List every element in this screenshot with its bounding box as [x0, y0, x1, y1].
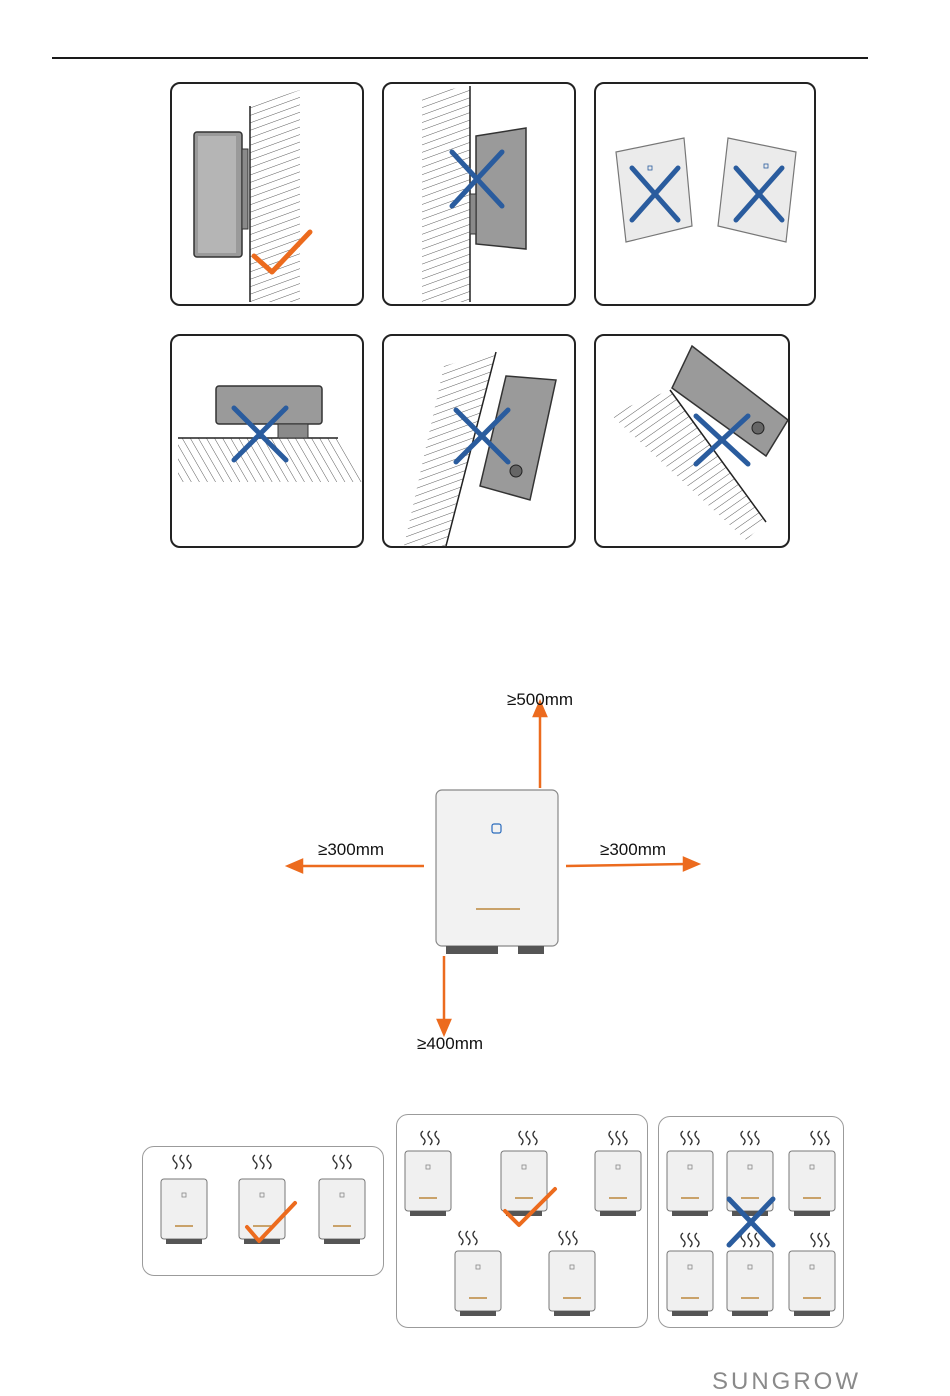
- heat-waves-icon: [559, 1231, 577, 1245]
- heat-waves-icon: [173, 1155, 191, 1169]
- footer-logo: SUNGROW: [712, 1368, 861, 1396]
- top-rule: [52, 57, 868, 59]
- group-stacked-wrong: [658, 1116, 844, 1328]
- heat-waves-icon: [681, 1233, 699, 1247]
- clearance-right-label: ≥300mm: [600, 840, 666, 860]
- panel-vertical-mount-correct: [170, 82, 364, 306]
- panel-backward-tilt-wrong: [382, 334, 576, 548]
- panel-sideways-wrong: [594, 82, 816, 306]
- clearance-left-label: ≥300mm: [318, 840, 384, 860]
- group-staggered-correct: [396, 1114, 648, 1328]
- group-single-row-correct: [142, 1146, 384, 1276]
- heat-waves-icon: [681, 1131, 699, 1145]
- clearance-top-label: ≥500mm: [507, 690, 573, 710]
- clearance-bottom-label: ≥400mm: [417, 1034, 483, 1054]
- heat-waves-icon: [741, 1131, 759, 1145]
- panel-upside-tilt-wrong: [594, 334, 790, 548]
- heat-waves-icon: [333, 1155, 351, 1169]
- clearance-diagram: [0, 660, 950, 1060]
- heat-waves-icon: [811, 1131, 829, 1145]
- heat-waves-icon: [421, 1131, 439, 1145]
- heat-waves-icon: [459, 1231, 477, 1245]
- heat-waves-icon: [519, 1131, 537, 1145]
- heat-waves-icon: [609, 1131, 627, 1145]
- heat-waves-icon: [253, 1155, 271, 1169]
- heat-waves-icon: [811, 1233, 829, 1247]
- panel-forward-tilt-wrong: [382, 82, 576, 306]
- heat-waves-icon: [741, 1233, 759, 1247]
- inverter-front: [436, 790, 558, 954]
- panel-horizontal-mount-wrong: [170, 334, 364, 548]
